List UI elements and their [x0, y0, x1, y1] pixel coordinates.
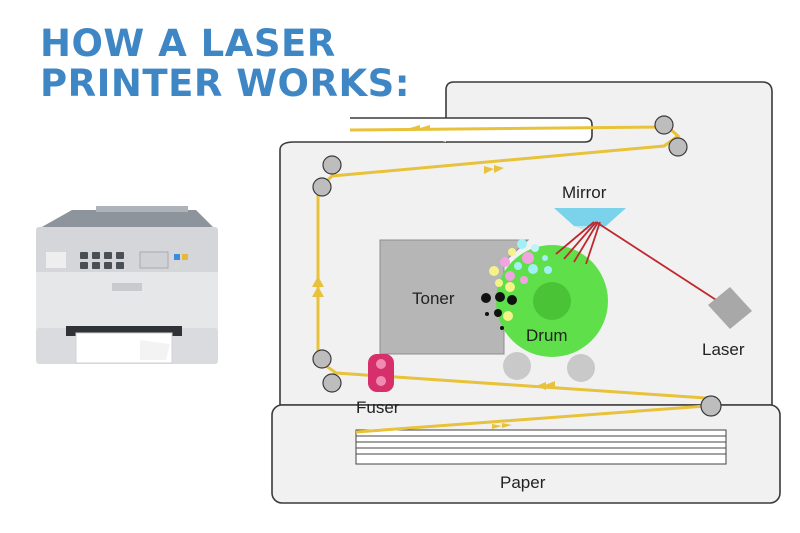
mirror-label: Mirror — [562, 183, 607, 202]
laser-icon — [708, 287, 752, 329]
laser-label: Laser — [702, 340, 745, 359]
fuser-label: Fuser — [356, 398, 400, 417]
toner-particles — [481, 239, 552, 330]
toner-label: Toner — [412, 289, 455, 308]
rollers — [312, 115, 722, 417]
title-line-1: HOW A LASER — [40, 22, 336, 65]
paper-stack — [355, 429, 727, 465]
paper-label: Paper — [500, 473, 546, 492]
drum-icon — [496, 245, 608, 382]
laser-beams — [555, 221, 728, 308]
title-line-2: PRINTER WORKS: — [40, 62, 411, 105]
fuser-icon — [368, 354, 394, 392]
printer-icon — [36, 206, 218, 364]
path-arrows — [312, 125, 555, 429]
page-title: HOW A LASER PRINTER WORKS: — [40, 24, 410, 104]
drum-label: Drum — [526, 326, 568, 345]
